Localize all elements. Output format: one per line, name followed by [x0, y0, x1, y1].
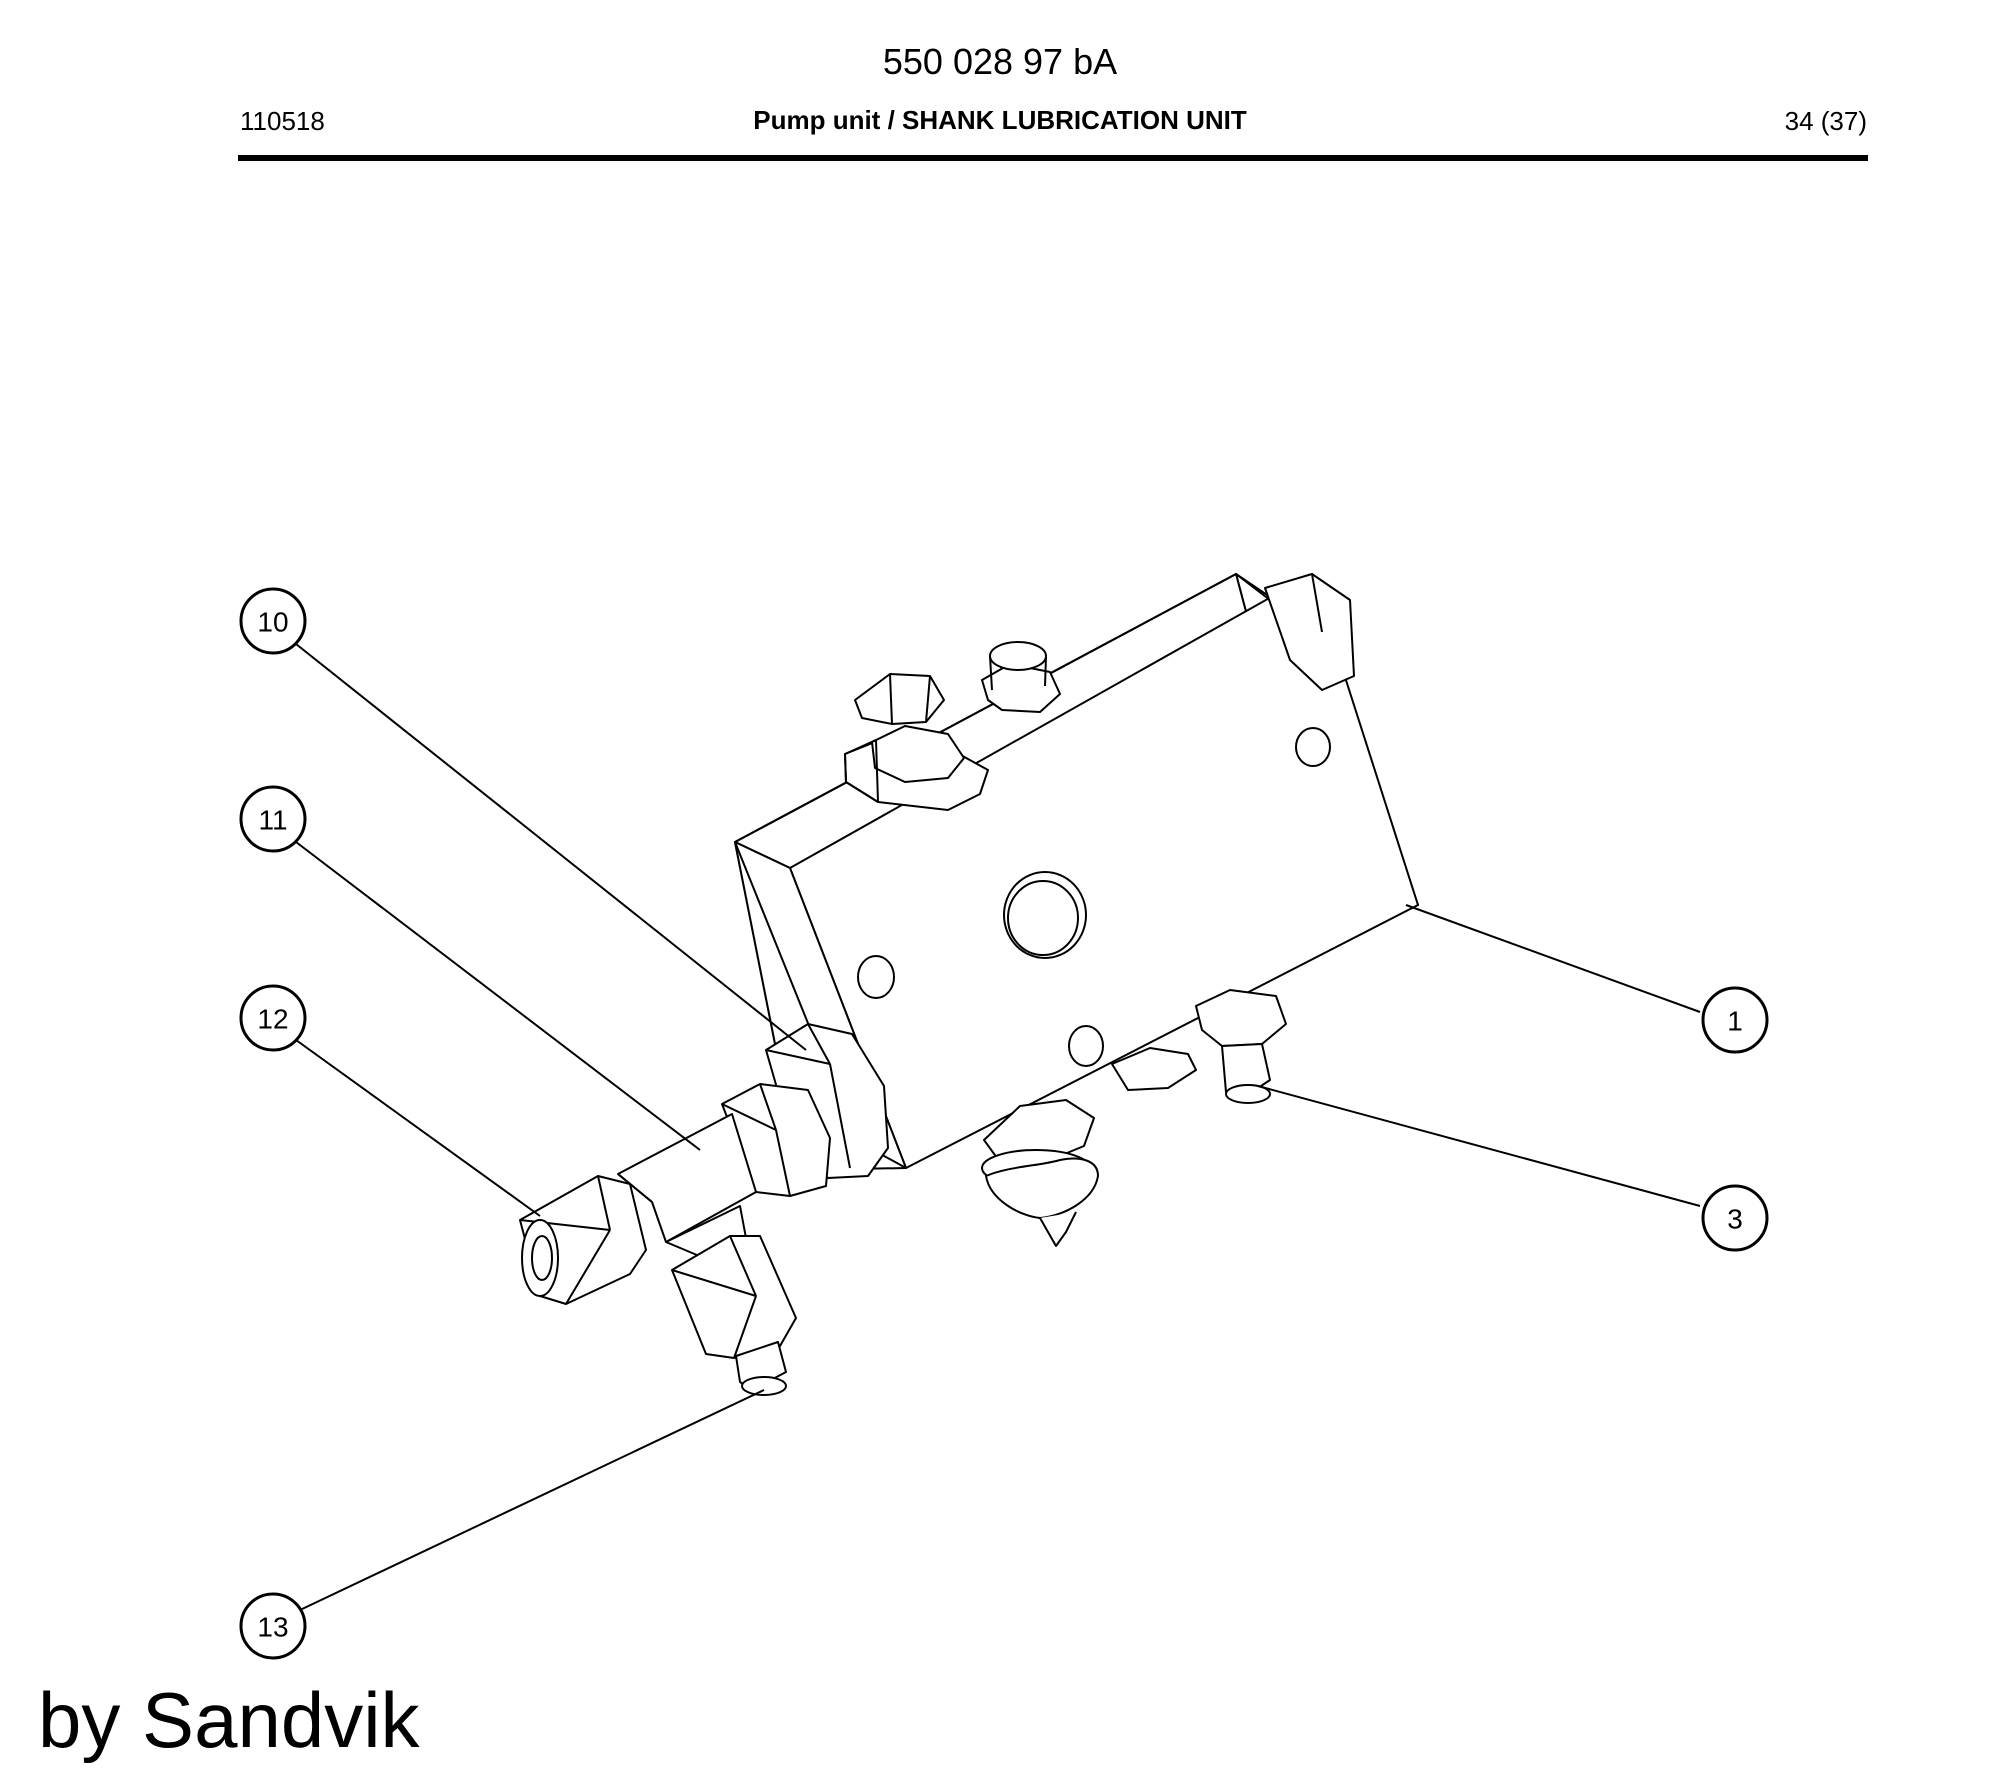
- top-small-fitting: [981, 641, 1061, 713]
- top-hex-plug: [844, 673, 989, 811]
- date-code: 110518: [240, 106, 325, 136]
- page-title: Pump unit / SHANK LUBRICATION UNIT: [753, 105, 1247, 135]
- callout-circle-3: [1701, 1184, 1769, 1252]
- callout-label-10: 10: [257, 607, 288, 638]
- leader-line-11: [295, 841, 701, 1151]
- bottom-fitting-3: [1195, 989, 1287, 1104]
- callout-label-1: 1: [1727, 1006, 1743, 1037]
- watermark-text: by Sandvik: [38, 1676, 420, 1764]
- callout-label-12: 12: [257, 1004, 288, 1035]
- callout-label-3: 3: [1727, 1204, 1743, 1235]
- callout-label-11: 11: [258, 805, 287, 836]
- compression-nut-12: [519, 1175, 647, 1305]
- callout-circle-10: [239, 587, 307, 655]
- callout-circle-11: [239, 785, 307, 853]
- leader-line-3: [1257, 1085, 1701, 1207]
- callout-circle-12: [239, 984, 307, 1052]
- callout-circle-13: [239, 1592, 307, 1660]
- leader-line-13: [299, 1389, 765, 1611]
- callout-label-13: 13: [257, 1612, 288, 1643]
- callout-circle-1: [1701, 986, 1769, 1054]
- page-number: 34 (37): [1784, 106, 1867, 136]
- leader-line-1: [1405, 904, 1701, 1013]
- document-number: 550 028 97 bA: [882, 41, 1118, 82]
- compression-nut-13: [671, 1235, 797, 1396]
- bottom-breather: [981, 1099, 1099, 1247]
- header-divider: [238, 155, 1868, 161]
- leader-line-10: [295, 643, 807, 1051]
- valve-block: [734, 573, 1419, 1171]
- bottom-small-nut: [1111, 1047, 1197, 1091]
- leader-line-12: [295, 1039, 541, 1217]
